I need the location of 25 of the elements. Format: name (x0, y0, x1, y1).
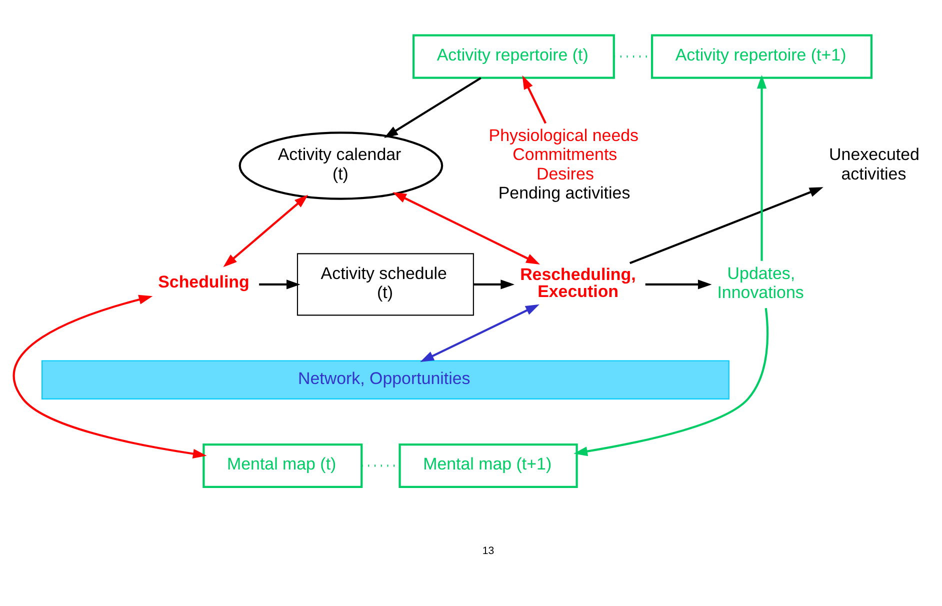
arrow (628, 187, 823, 264)
arrow (258, 280, 300, 290)
node-box: Activity repertoire (t) (412, 34, 614, 79)
label: 13 (482, 545, 494, 558)
node-text: Rescheduling, Execution (520, 265, 636, 301)
arrow (473, 280, 514, 290)
node-ellipse: Activity calendar (t) (238, 132, 443, 200)
arrow (756, 74, 766, 261)
node-box: Network, Opportunities (41, 360, 729, 400)
node-box: Activity repertoire (t+1) (650, 34, 872, 79)
node-box: Mental map (t) (202, 443, 362, 488)
arrow (573, 308, 768, 456)
node-text: Unexecuted activities (828, 145, 919, 184)
node-box: Activity schedule (t) (296, 253, 474, 316)
arrow (392, 192, 540, 265)
node-text: Updates, Innovations (716, 264, 804, 302)
arrow (420, 304, 539, 362)
arrow (384, 77, 481, 138)
arrow (12, 294, 206, 459)
node-text: Scheduling (158, 272, 249, 292)
node-box: Mental map (t+1) (398, 443, 578, 488)
node-text: Physiological needs Commitments Desires Pending activities (488, 126, 638, 202)
arrow (644, 280, 712, 290)
arrow (522, 75, 546, 124)
arrow (222, 194, 308, 268)
